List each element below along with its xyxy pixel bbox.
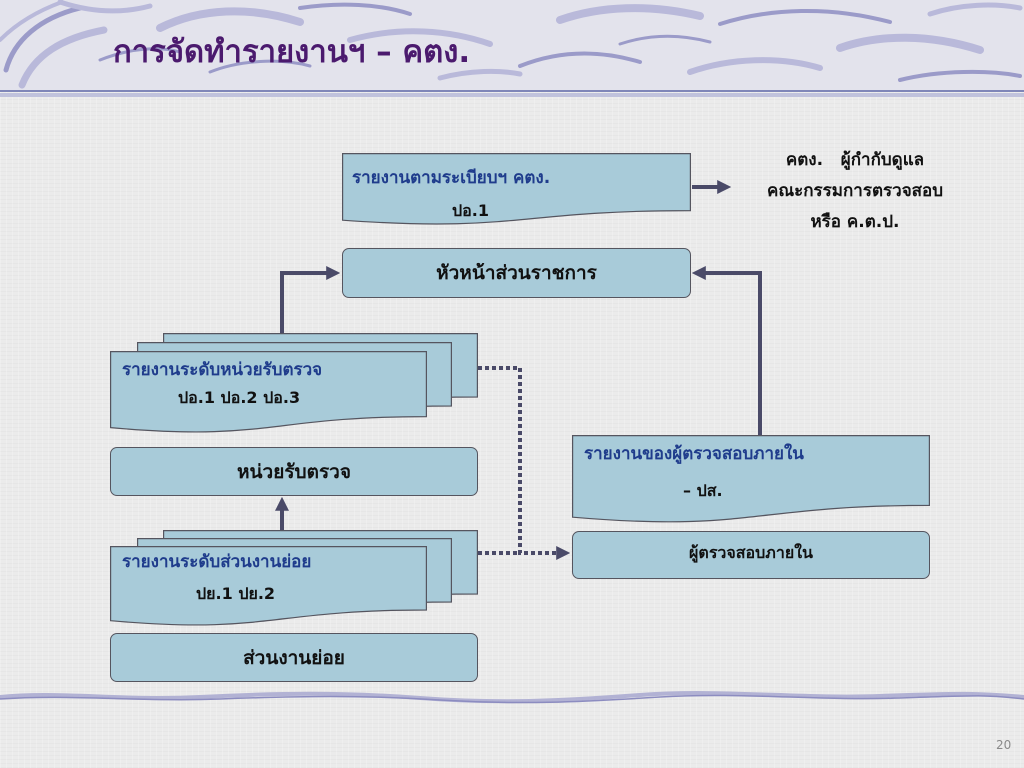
regulation-report-title: รายงานตามระเบียบฯ คตง. xyxy=(352,168,551,188)
arrow-audit-report-to-head xyxy=(691,266,762,435)
internal-auditor-label: ผู้ตรวจสอบภายใน xyxy=(689,543,813,562)
oversight-bodies: คตง. ผู้กำกับดูแล คณะกรรมการตรวจสอบ หรือ… xyxy=(735,145,975,238)
document-shape xyxy=(572,435,930,523)
internal-auditor-box: ผู้ตรวจสอบภายใน xyxy=(572,531,930,579)
document-shape xyxy=(110,351,427,433)
document-shape xyxy=(110,546,427,626)
page-number: 20 xyxy=(996,738,1012,752)
header-rule xyxy=(0,90,1024,97)
arrow-agency-report-to-head xyxy=(280,266,341,333)
document-shape xyxy=(342,153,691,225)
subunit-report-title: รายงานระดับส่วนงานย่อย xyxy=(122,552,312,572)
internal-audit-report-title: รายงานของผู้ตรวจสอบภายใน xyxy=(584,444,804,464)
agency-report-document: รายงานระดับหน่วยรับตรวจ ปอ.1 ปอ.2 ปอ.3 xyxy=(110,351,427,433)
agency-report-codes: ปอ.1 ปอ.2 ปอ.3 xyxy=(178,388,301,407)
agency-label: หน่วยรับตรวจ xyxy=(237,460,351,483)
agency-box: หน่วยรับตรวจ xyxy=(110,447,478,496)
subunit-report-codes: ปย.1 ปย.2 xyxy=(196,584,276,603)
slide-title: การจัดทำรายงานฯ – คตง. xyxy=(113,34,471,70)
oversight-line-2: คณะกรรมการตรวจสอบ xyxy=(766,181,944,201)
subunit-box: ส่วนงานย่อย xyxy=(110,633,478,682)
internal-audit-report-codes: – ปส. xyxy=(683,481,723,500)
head-of-agency-box: หัวหน้าส่วนราชการ xyxy=(342,248,691,298)
header-swirl-decoration xyxy=(0,0,1023,89)
oversight-line-1: คตง. ผู้กำกับดูแล xyxy=(785,150,925,170)
internal-audit-report-document: รายงานของผู้ตรวจสอบภายใน – ปส. xyxy=(572,435,930,523)
oversight-line-3: หรือ ค.ต.ป. xyxy=(810,212,900,232)
dotted-arrow-reports-to-internal-auditor xyxy=(478,366,571,560)
subunit-label: ส่วนงานย่อย xyxy=(243,646,345,669)
agency-report-title: รายงานระดับหน่วยรับตรวจ xyxy=(122,360,323,380)
head-of-agency-label: หัวหน้าส่วนราชการ xyxy=(436,262,597,284)
regulation-report-codes: ปอ.1 xyxy=(452,201,489,220)
subunit-report-document: รายงานระดับส่วนงานย่อย ปย.1 ปย.2 xyxy=(110,546,427,626)
regulation-report-document: รายงานตามระเบียบฯ คตง. ปอ.1 xyxy=(342,153,691,225)
